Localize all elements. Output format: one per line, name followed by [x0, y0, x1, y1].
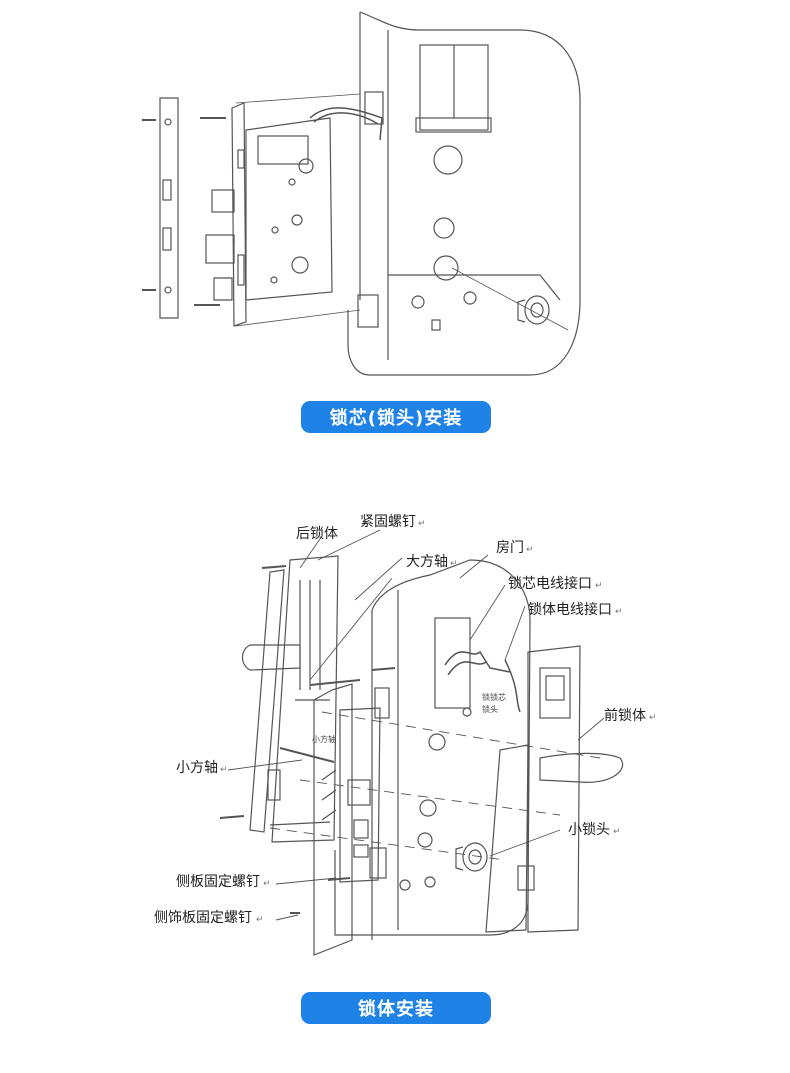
return-mark: ↵ [256, 915, 264, 925]
diagram-labels: 后锁体 紧固螺钉 ↵ 大方轴 ↵ 房门 ↵ 锁芯电线接口 ↵ 锁体电线接口 ↵ … [154, 514, 657, 926]
mortise-front [231, 102, 247, 327]
caption-cylinder-installation: 锁芯(锁头)安装 [301, 401, 491, 433]
label-front-body: 前锁体 [604, 707, 646, 724]
small-cylinder [455, 842, 488, 872]
return-mark: ↵ [526, 545, 534, 555]
caption-body-installation: 锁体安装 [301, 992, 491, 1024]
door [334, 559, 531, 936]
door-panel [347, 11, 581, 376]
label-rear-body: 后锁体 [296, 526, 338, 542]
label-side-trim-screw: 侧饰板固定螺钉 [154, 910, 252, 926]
return-mark: ↵ [595, 581, 603, 591]
return-mark: ↵ [649, 713, 657, 723]
spindle-hole [433, 145, 463, 175]
mortise-case [245, 117, 333, 301]
rear-lock-body [241, 555, 339, 843]
body-installation-drawing [219, 529, 624, 956]
tag-small-spindle: 小方轴 [312, 734, 336, 744]
return-mark: ↵ [220, 765, 228, 775]
return-mark: ↵ [450, 559, 458, 569]
label-small-cylinder: 小锁头 [568, 822, 610, 838]
lock-cylinder [517, 295, 550, 325]
front-lock-body [485, 645, 624, 933]
label-fastening-screw: 紧固螺钉 [360, 514, 416, 530]
label-side-plate-screw: 侧板固定螺钉 [176, 874, 260, 890]
label-body-cable-port: 锁体电线接口 [528, 601, 612, 618]
label-door: 房门 [496, 540, 524, 556]
cylinder-installation-drawing [142, 11, 581, 376]
faceplate [159, 97, 179, 319]
label-small-spindle: 小方轴 [176, 760, 218, 776]
return-mark: ↵ [613, 827, 621, 837]
label-cylinder-cable-port: 锁芯电线接口 [508, 575, 592, 592]
cylinder-housing [257, 135, 309, 165]
rear-handle [241, 644, 301, 671]
tag-cylinder-1: 锁锁芯 [482, 692, 506, 702]
front-handle [539, 752, 624, 783]
return-mark: ↵ [263, 879, 271, 889]
return-mark: ↵ [418, 519, 426, 529]
return-mark: ↵ [615, 607, 623, 617]
label-large-spindle: 大方轴 [406, 554, 448, 570]
mortise-side-plate [313, 683, 381, 956]
tag-cylinder-2: 锁头 [482, 704, 498, 714]
